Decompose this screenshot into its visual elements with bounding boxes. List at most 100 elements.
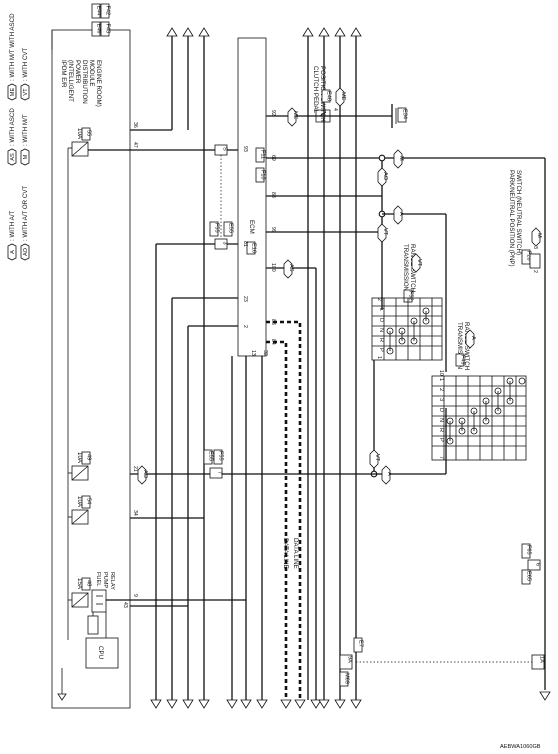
- svg-text:RELAY: RELAY: [109, 572, 115, 590]
- svg-text:F55: F55: [218, 451, 224, 461]
- svg-text:32: 32: [262, 350, 268, 356]
- svg-text:9A: 9A: [347, 656, 353, 663]
- svg-text:M: M: [536, 233, 542, 238]
- clutch-pedal-position-switch: CLUTCH PEDAL POSITION SWITCH E48 ME 4 E3…: [312, 66, 408, 128]
- diagram-id: AEBWA1060GB: [500, 744, 541, 750]
- fuse-54: 10A 54: [71, 495, 92, 525]
- svg-text:99: 99: [270, 227, 276, 233]
- svg-text:N: N: [378, 328, 384, 332]
- svg-text:4: 4: [332, 108, 338, 111]
- joint-s: S: [222, 147, 228, 151]
- svg-text:FUEL: FUEL: [95, 572, 101, 586]
- svg-text:PARK/NEUTRAL POSITION (PNP): PARK/NEUTRAL POSITION (PNP): [508, 170, 515, 267]
- svg-text:E16: E16: [251, 243, 257, 253]
- fuel-pump-relay: FUEL PUMP RELAY: [87, 572, 115, 635]
- svg-text:VT: VT: [416, 259, 422, 267]
- svg-text:DATA LINE: DATA LINE: [282, 538, 289, 569]
- data-line-labels: DATA LINE DATA LINE: [282, 538, 299, 569]
- svg-text:AS: AS: [288, 264, 294, 272]
- svg-text:10: 10: [438, 370, 444, 376]
- svg-text:F65: F65: [526, 545, 532, 555]
- legend-text: : WITH CVT: [22, 47, 29, 81]
- legend-text: : WITH M/T: [22, 114, 29, 146]
- legend-code: VT: [23, 88, 29, 96]
- ipdm-connector: E44: [96, 6, 102, 16]
- svg-text:E55: E55: [228, 223, 234, 233]
- cpu: CPU: [85, 612, 119, 669]
- svg-text:49: 49: [86, 454, 92, 460]
- svg-text:10A: 10A: [76, 128, 83, 140]
- svg-text:CLUTCH PEDAL: CLUTCH PEDAL: [312, 66, 319, 114]
- svg-text:92: 92: [270, 110, 276, 116]
- svg-text:93: 93: [242, 146, 248, 152]
- svg-text:SWITCH (NEUTRAL SWITCH): SWITCH (NEUTRAL SWITCH): [515, 170, 522, 255]
- wires: 36 4 7 S 21 3: [88, 36, 551, 701]
- svg-text:P: P: [438, 438, 444, 442]
- svg-text:21: 21: [132, 466, 138, 472]
- svg-text:10A: 10A: [76, 452, 83, 464]
- legend: A : WITH A/T AO : WITH A/T OR CVT AS : W…: [7, 13, 30, 261]
- at-grid: P R N D 3 2 1: [432, 376, 526, 460]
- legend-code: ME: [10, 88, 16, 97]
- ipdm-connector: F42: [105, 6, 111, 16]
- legend-code: A: [10, 250, 16, 254]
- joint-3: 3: [222, 242, 228, 245]
- ipdm-title-1: IPDM E/R: [60, 60, 67, 88]
- svg-text:E7: E7: [358, 640, 364, 647]
- svg-text:L: L: [378, 308, 384, 311]
- svg-text:R: R: [438, 428, 444, 432]
- svg-text:13: 13: [250, 350, 256, 356]
- joint-connectors: 7 E55 F55 F55 E55 6 E65 F65 9A E7 M69 1A: [203, 221, 545, 687]
- svg-text:VT: VT: [382, 228, 388, 236]
- ipdm-er: IPDM E/R (INTELLIGENT POWER DISTRIBUTION…: [51, 3, 131, 709]
- cvt-grid: P R N D L: [372, 298, 442, 360]
- svg-text:34: 34: [132, 510, 138, 516]
- svg-text:36: 36: [132, 122, 138, 128]
- svg-text:ME: ME: [292, 111, 298, 120]
- svg-text:PUMP: PUMP: [102, 572, 108, 588]
- legend-code: AO: [23, 247, 29, 256]
- svg-text:TRANSMISSION: TRANSMISSION: [456, 322, 463, 369]
- tr-switch-cvt: TRANSMISSION RANGE SWITCH VT F52 2 1 P R…: [371, 244, 443, 361]
- ecm-title: ECM: [248, 220, 255, 234]
- svg-text:F49: F49: [460, 355, 466, 365]
- legend-text: : WITH ASCD: [9, 108, 16, 146]
- cpu-label: CPU: [97, 646, 104, 659]
- svg-text:M: M: [398, 156, 404, 161]
- svg-text:F55: F55: [214, 223, 220, 233]
- svg-text:AO: AO: [382, 172, 388, 181]
- legend-text: : WITH A/T OR CVT: [22, 186, 29, 241]
- svg-text:ME: ME: [340, 92, 346, 101]
- svg-text:D: D: [378, 318, 384, 322]
- bottom-continuation-arrows: [150, 699, 362, 709]
- ipdm-title-4: DISTRIBUTION: [81, 60, 88, 104]
- ipdm-connector: E46: [96, 24, 102, 34]
- legend-code: M: [23, 154, 29, 159]
- svg-text:A: A: [470, 336, 476, 340]
- svg-text:F28: F28: [526, 251, 532, 261]
- legend-text: : WITH M/T WITH ASCD: [9, 13, 16, 81]
- svg-text:3: 3: [532, 246, 538, 249]
- svg-text:AO: AO: [142, 470, 148, 479]
- svg-text:VT: VT: [374, 454, 380, 462]
- svg-text:2: 2: [376, 298, 382, 301]
- joint-7: 7: [217, 471, 223, 474]
- fuse-49: 10A 49: [71, 451, 92, 481]
- ipdm-title-6: ENGINE ROOM): [95, 60, 102, 107]
- svg-text:M69: M69: [344, 673, 350, 684]
- svg-text:F52: F52: [408, 291, 414, 301]
- svg-text:9: 9: [132, 594, 138, 597]
- legend-text: : WITH A/T: [9, 211, 16, 241]
- svg-text:A: A: [386, 472, 392, 476]
- svg-text:DATA LINE: DATA LINE: [292, 538, 299, 569]
- top-continuation-arrows: [166, 27, 362, 37]
- ipdm-title-2: (INTELLIGENT: [67, 60, 74, 102]
- tr-switch-at: TRANSMISSION RANGE SWITCH A F49 10 7 P R…: [431, 322, 527, 461]
- svg-text:F10: F10: [260, 170, 266, 180]
- svg-text:1A: 1A: [539, 656, 545, 663]
- pnp-switch: PARK/NEUTRAL POSITION (PNP) SWITCH (NEUT…: [508, 170, 542, 273]
- ipdm-title-5: MODULE: [88, 60, 95, 86]
- svg-text:81: 81: [242, 241, 248, 247]
- svg-text:15A: 15A: [76, 578, 83, 590]
